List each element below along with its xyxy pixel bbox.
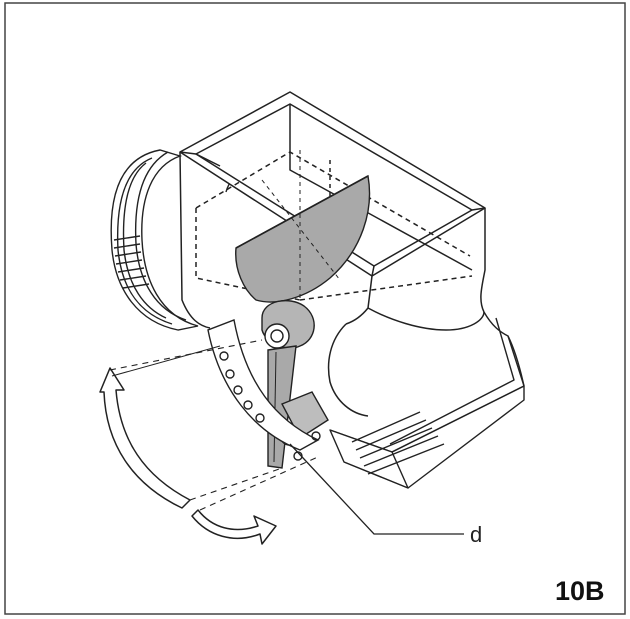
- rotation-arrows: [99, 339, 321, 545]
- callout-d: d: [289, 443, 482, 547]
- rectangular-outlet: [329, 311, 525, 489]
- damper-housing-box: [179, 91, 486, 417]
- figure-number: 10B: [555, 576, 605, 606]
- round-inlet-collar: [110, 149, 290, 331]
- damper-blade: [235, 150, 371, 303]
- quadrant-plate: [207, 319, 321, 451]
- callout-label: d: [470, 522, 482, 547]
- callout-leader-line: [289, 443, 464, 535]
- figure-frame: [4, 2, 626, 615]
- lever-arm: [261, 299, 329, 469]
